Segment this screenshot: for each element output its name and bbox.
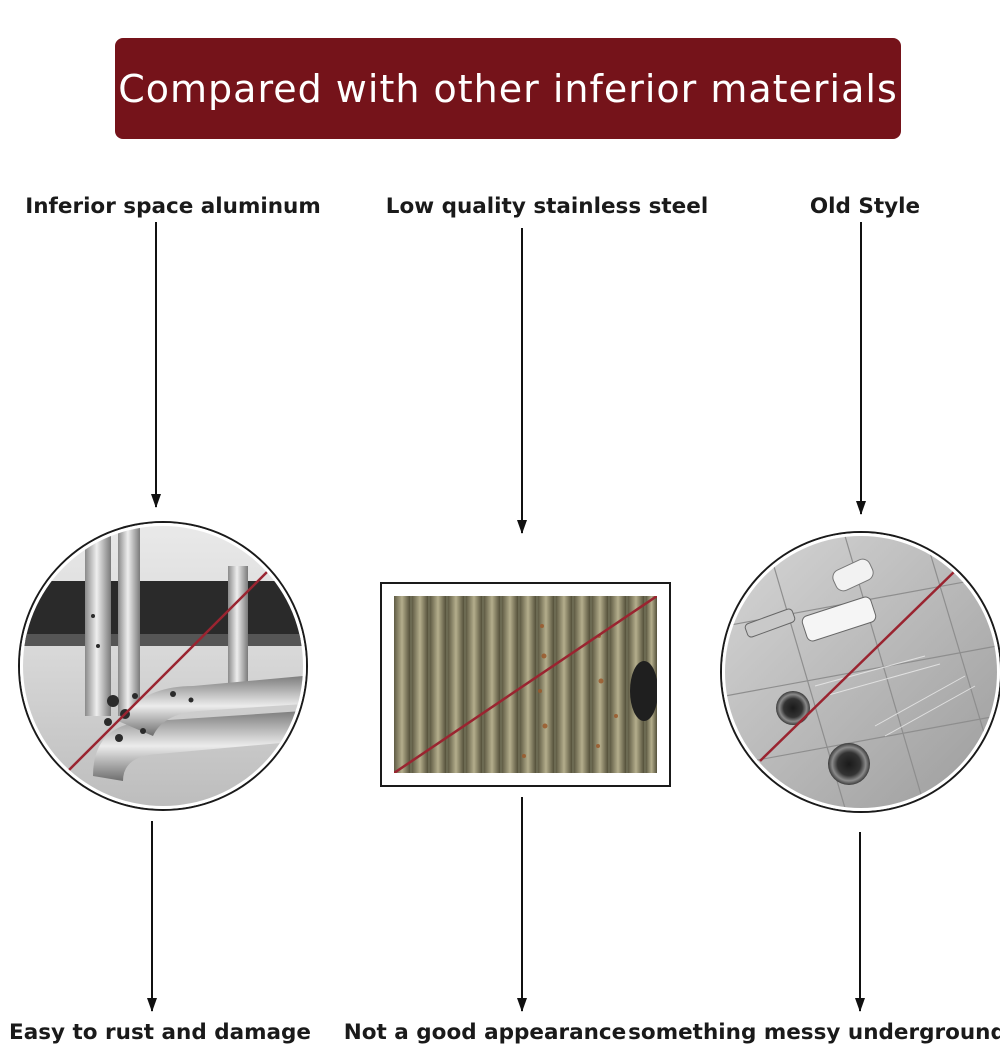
cluttered-floor-photo (722, 533, 1000, 811)
col1-bottom-arrow (151, 821, 153, 1011)
col1-top-arrow (155, 222, 157, 507)
col3-top-label: Old Style (809, 194, 921, 219)
corroded-steel-photo (380, 582, 671, 787)
col2-top-label: Low quality stainless steel (385, 194, 709, 219)
col2-top-arrow (521, 228, 523, 533)
col3-top-arrow (860, 222, 862, 514)
col2-bottom-arrow (521, 797, 523, 1011)
banner-title: Compared with other inferior materials (118, 66, 898, 111)
col1-top-label: Inferior space aluminum (25, 194, 321, 219)
col2-bottom-label: Not a good appearance (343, 1020, 627, 1045)
col1-bottom-label: Easy to rust and damage (9, 1020, 311, 1045)
title-banner: Compared with other inferior materials (115, 38, 901, 139)
rusty-aluminum-photo (20, 523, 306, 809)
col3-bottom-label: something messy underground (628, 1020, 1000, 1045)
col3-bottom-arrow (859, 832, 861, 1011)
